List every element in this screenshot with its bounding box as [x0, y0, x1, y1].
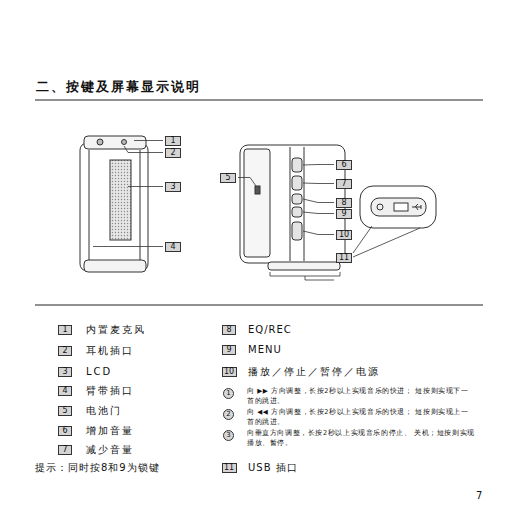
note-text: 向垂直方向调整，长按2秒以上实现音乐的停止、 关机；短按则实现播放、暂停。 — [247, 429, 475, 449]
legend-number-box: 6 — [58, 426, 72, 436]
section-title: 二、按键及屏幕显示说明 — [36, 78, 201, 96]
circled-number: 2 — [223, 409, 234, 420]
callout-number: 7 — [62, 446, 67, 454]
rule-line — [35, 100, 483, 101]
legend-text: 耳机插口 — [86, 345, 206, 357]
callout-number: 4 — [170, 243, 175, 251]
circled-number: 3 — [223, 430, 234, 441]
legend-number-box: 8 — [222, 325, 236, 335]
legend-number-box: 10 — [222, 367, 237, 377]
legend-text: 播放／停止／暂停／电源 — [248, 366, 468, 378]
player-front — [80, 136, 148, 272]
callout-number: 3 — [62, 368, 67, 376]
legend-text: 减少音量 — [86, 444, 206, 456]
callout-box: 4 — [165, 242, 181, 252]
leader-line — [93, 141, 420, 281]
callout-number: 11 — [339, 254, 349, 262]
callout-number: 1 — [170, 137, 175, 145]
callout-box: 7 — [336, 179, 352, 189]
legend-number-box: 11 — [222, 463, 237, 473]
callout-number: 11 — [224, 464, 234, 472]
callout-box: 3 — [165, 182, 181, 192]
legend-number-box: 7 — [58, 445, 72, 455]
legend-number-box: 5 — [58, 406, 72, 416]
callout-number: 10 — [339, 231, 349, 239]
note-text: 向 ◀◀ 方向调整，长按2秒以上实现音乐的快退； 短按则实现上一首的跳进。 — [247, 408, 475, 428]
player-side — [240, 145, 345, 270]
legend-text: 臂带插口 — [86, 385, 206, 397]
callout-number: 9 — [341, 210, 346, 218]
callout-number: 5 — [62, 407, 67, 415]
legend-text: MENU — [248, 344, 448, 356]
callout-number: 2 — [226, 411, 230, 418]
rule-line — [35, 305, 483, 306]
callout-number: 3 — [170, 183, 175, 191]
legend-number-box: 4 — [58, 386, 72, 396]
callout-number: 6 — [62, 427, 67, 435]
callout-number: 7 — [341, 180, 346, 188]
callout-number: 5 — [225, 174, 230, 182]
callout-box: 8 — [336, 198, 352, 208]
callout-number: 10 — [224, 368, 234, 376]
note-text: 向 ▶▶ 方向调整，长按2秒以上实现音乐的快进； 短按则实现下一首的跳进。 — [247, 387, 475, 407]
legend-text: EQ/REC — [248, 324, 448, 336]
callout-box: 2 — [165, 148, 181, 158]
callout-box: 9 — [336, 209, 352, 219]
legend-text: 电池门 — [86, 405, 206, 417]
callout-number: 1 — [226, 390, 230, 397]
legend-text: LCD — [86, 366, 206, 378]
callout-number: 8 — [341, 199, 346, 207]
legend-number-box: 9 — [222, 345, 236, 355]
usb-inset — [360, 186, 436, 228]
legend-number-box: 1 — [58, 325, 72, 335]
callout-box: 11 — [336, 253, 352, 263]
callout-number: 3 — [226, 432, 230, 439]
callout-number: 8 — [226, 326, 231, 334]
legend-text: 提示：同时按8和9为锁键 — [35, 462, 210, 474]
callout-number: 2 — [170, 149, 175, 157]
callout-number: 2 — [62, 347, 67, 355]
page-number: 7 — [476, 490, 496, 502]
callout-number: 1 — [62, 326, 67, 334]
legend-number-box: 2 — [58, 346, 72, 356]
callout-box: 6 — [336, 160, 352, 170]
callout-box: 10 — [336, 230, 352, 240]
callout-number: 6 — [341, 161, 346, 169]
callout-number: 9 — [226, 346, 231, 354]
legend-number-box: 3 — [58, 367, 72, 377]
callout-box: 5 — [220, 173, 236, 183]
circled-number: 1 — [223, 388, 234, 399]
legend-text: 内置麦克风 — [86, 324, 206, 336]
callout-number: 4 — [62, 387, 67, 395]
legend-text: 增加音量 — [86, 425, 206, 437]
callout-box: 1 — [165, 136, 181, 146]
legend-text: USB 插口 — [248, 462, 398, 474]
